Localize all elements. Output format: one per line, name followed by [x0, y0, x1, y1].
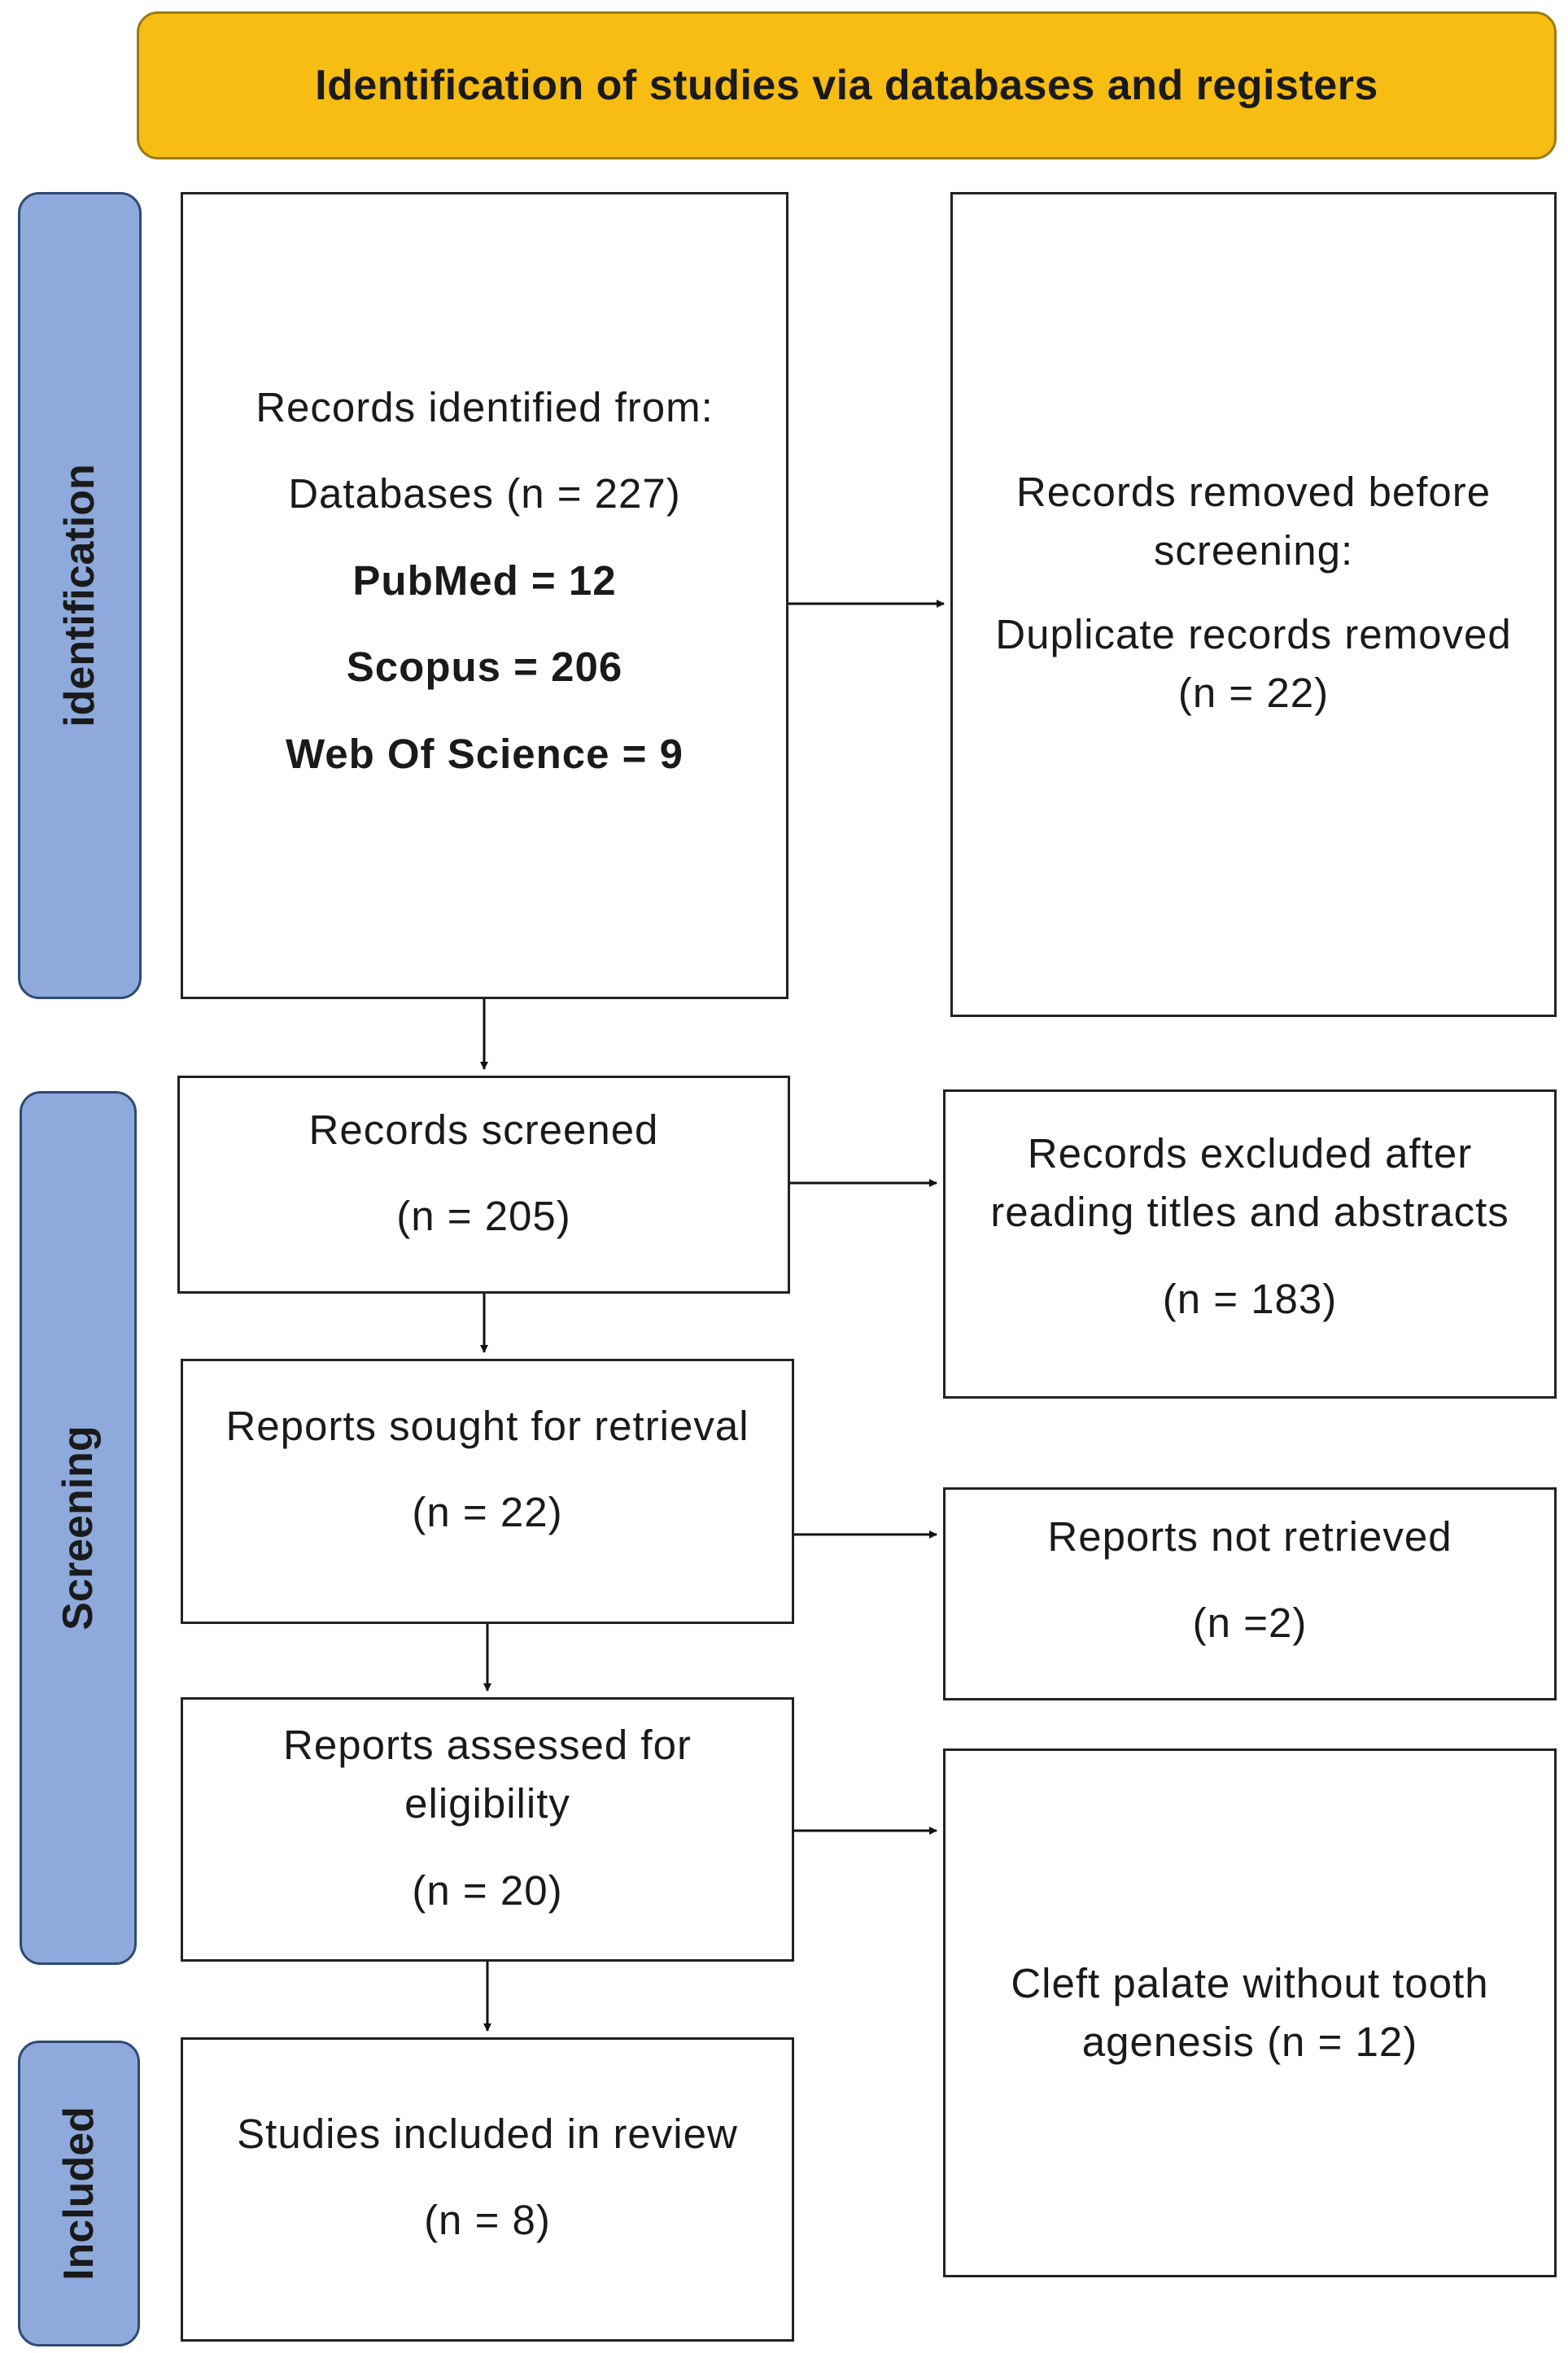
records-excluded-box: Records excluded after reading titles an… — [943, 1089, 1557, 1399]
identification-banner: Identification of studies via databases … — [137, 11, 1557, 159]
wos-count: Web Of Science = 9 — [285, 730, 684, 777]
records-excluded-line2: reading titles and abstracts — [990, 1189, 1509, 1236]
reports-assessed-count: (n = 20) — [412, 1866, 563, 1914]
reports-assessed-line1: Reports assessed for — [283, 1722, 692, 1768]
phase-identification: identification — [18, 192, 142, 999]
reports-sought-box: Reports sought for retrieval (n = 22) — [181, 1359, 794, 1624]
studies-included-box: Studies included in review (n = 8) — [181, 2037, 794, 2342]
studies-included-label: Studies included in review — [237, 2111, 738, 2157]
excluded-reason-line2: agenesis (n = 12) — [1081, 2019, 1418, 2065]
records-excluded-count: (n = 183) — [1162, 1275, 1338, 1322]
records-identified-heading: Records identified from: — [256, 384, 714, 430]
records-excluded-line1: Records excluded after — [1027, 1130, 1473, 1176]
reports-sought-count: (n = 22) — [412, 1489, 563, 1536]
phase-included: Included — [18, 2041, 140, 2346]
duplicates-count: (n = 22) — [1177, 670, 1330, 717]
records-removed-line1: Records removed before — [1015, 469, 1492, 515]
reports-sought-label: Reports sought for retrieval — [225, 1403, 749, 1449]
databases-count: Databases (n = 227) — [288, 470, 681, 517]
pubmed-count: PubMed = 12 — [352, 557, 617, 604]
reports-assessed-box: Reports assessed for eligibility (n = 20… — [181, 1697, 794, 1962]
records-removed-line2: screening: — [1153, 527, 1354, 574]
phase-screening: Screening — [20, 1091, 137, 1965]
records-removed-box: Records removed before screening: Duplic… — [950, 192, 1557, 1017]
scopus-count: Scopus = 206 — [346, 644, 623, 691]
reports-not-retrieved-label: Reports not retrieved — [1047, 1513, 1452, 1560]
records-identified-box: Records identified from: Databases (n = … — [181, 192, 788, 999]
records-screened-label: Records screened — [308, 1107, 659, 1153]
reports-assessed-line2: eligibility — [404, 1780, 570, 1827]
records-screened-count: (n = 205) — [396, 1193, 571, 1240]
banner-title: Identification of studies via databases … — [315, 62, 1378, 109]
cleft-palate-excluded-box: Cleft palate without tooth agenesis (n =… — [943, 1748, 1557, 2277]
reports-not-retrieved-count: (n =2) — [1192, 1600, 1308, 1647]
records-screened-box: Records screened (n = 205) — [177, 1076, 790, 1294]
excluded-reason-line1: Cleft palate without tooth — [1011, 1959, 1489, 2006]
duplicates-label: Duplicate records removed — [995, 610, 1512, 657]
reports-not-retrieved-box: Reports not retrieved (n =2) — [943, 1487, 1557, 1700]
studies-included-count: (n = 8) — [424, 2197, 551, 2244]
